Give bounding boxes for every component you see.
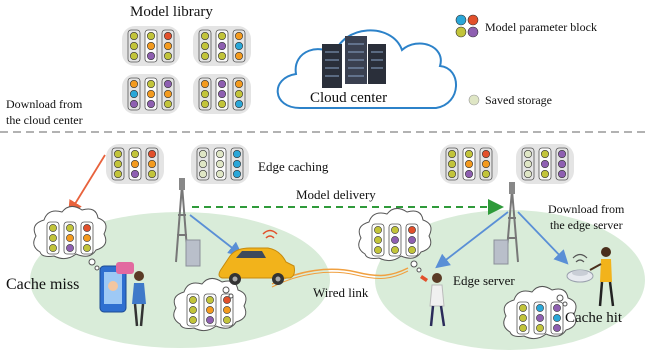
model-library-grid [122, 26, 251, 114]
wired-link-label: Wired link [313, 285, 369, 300]
edge-cache-block [191, 144, 249, 184]
model-delivery-label: Model delivery [296, 187, 376, 202]
edge-to-user-arrow [435, 211, 509, 269]
robot-vacuum-icon [566, 253, 594, 283]
person-icon [589, 247, 615, 307]
cache-miss-label: Cache miss [6, 276, 79, 293]
car-icon [218, 229, 295, 285]
download-edge-label-line1: Download from [548, 202, 625, 216]
edge-user-bubble [358, 208, 432, 273]
library-block [122, 74, 180, 114]
left-tower-icon [175, 178, 201, 267]
left-coverage-area [30, 212, 330, 348]
car-bubble [173, 278, 247, 332]
library-block [122, 26, 180, 66]
library-block [193, 26, 251, 66]
cache-hit-bubble [503, 286, 577, 340]
server-rack-icon [322, 36, 386, 88]
edge-to-robot-arrow [517, 211, 569, 265]
edge-server-label: Edge server [453, 273, 515, 288]
edge-caching-label: Edge caching [258, 159, 329, 174]
cache-miss-bubble [33, 206, 107, 271]
model-library-title: Model library [130, 4, 213, 20]
legend-saved-label: Saved storage [485, 93, 552, 107]
phone-user-icon [99, 262, 146, 327]
edge-caching-blocks [106, 144, 574, 184]
cloud-center-label: Cloud center [310, 90, 387, 106]
cloud-download-arrow [68, 154, 106, 216]
edge-cache-block [440, 144, 498, 184]
mobile-user-icon [420, 273, 446, 327]
edge-cache-block [106, 144, 164, 184]
edge-cache-block [516, 144, 574, 184]
download-cloud-label-line1: Download from [6, 97, 83, 111]
download-cloud-label-line2: the cloud center [6, 113, 83, 127]
wired-link-shadow [271, 270, 409, 288]
legend-param-label: Model parameter block [485, 20, 597, 34]
right-tower-icon [493, 182, 519, 265]
wired-link [271, 267, 409, 285]
tower-to-car-arrow [189, 214, 243, 257]
cache-hit-label: Cache hit [565, 310, 623, 326]
library-block [193, 74, 251, 114]
thought-bubbles [33, 206, 577, 340]
cloud-center: Cloud center [276, 29, 457, 109]
download-edge-label-line2: the edge server [550, 218, 623, 232]
legend: Model parameter block Saved storage [455, 14, 597, 107]
